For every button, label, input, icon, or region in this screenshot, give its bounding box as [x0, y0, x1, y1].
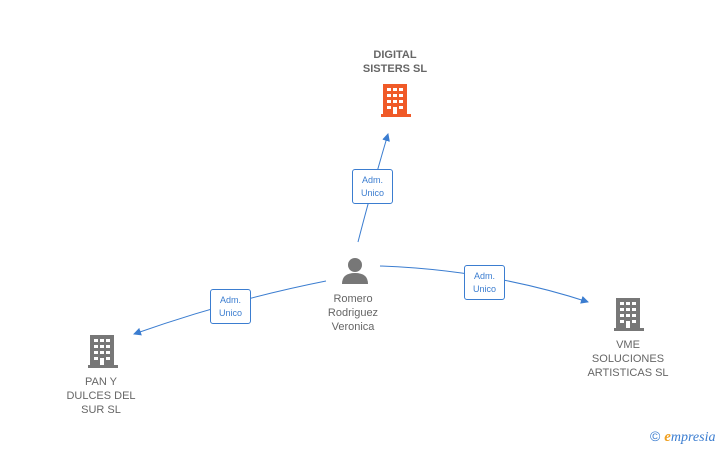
building-icon[interactable]	[381, 84, 411, 117]
person-icon[interactable]	[342, 258, 368, 284]
edge-role-label: Adm.	[473, 271, 495, 281]
edge-role-label: Adm.	[219, 295, 241, 305]
company-label-digital-sisters[interactable]: DIGITAL SISTERS SL	[362, 49, 428, 75]
brand-footer: © empresia	[650, 428, 715, 446]
company-label-vme[interactable]: VME SOLUCIONES ARTISTICAS SL	[587, 339, 669, 379]
copyright-icon: ©	[650, 428, 661, 444]
building-icon[interactable]	[88, 335, 118, 368]
edge-role-label: Unico	[218, 308, 242, 318]
edge-role-label: Unico	[360, 188, 384, 198]
edge-badge-to-digital: Adm. Unico	[352, 169, 393, 204]
building-icon[interactable]	[614, 298, 644, 331]
edge-badge-to-pan: Adm. Unico	[210, 289, 251, 324]
edge-badge-to-vme: Adm. Unico	[464, 265, 505, 300]
edge-role-label: Adm.	[361, 175, 383, 185]
person-label[interactable]: Romero Rodriguez Veronica	[327, 293, 379, 333]
company-label-pan-y-dulces[interactable]: PAN Y DULCES DEL SUR SL	[66, 376, 136, 416]
edge-role-label: Unico	[472, 284, 496, 294]
brand-logo: empresia	[664, 429, 716, 445]
